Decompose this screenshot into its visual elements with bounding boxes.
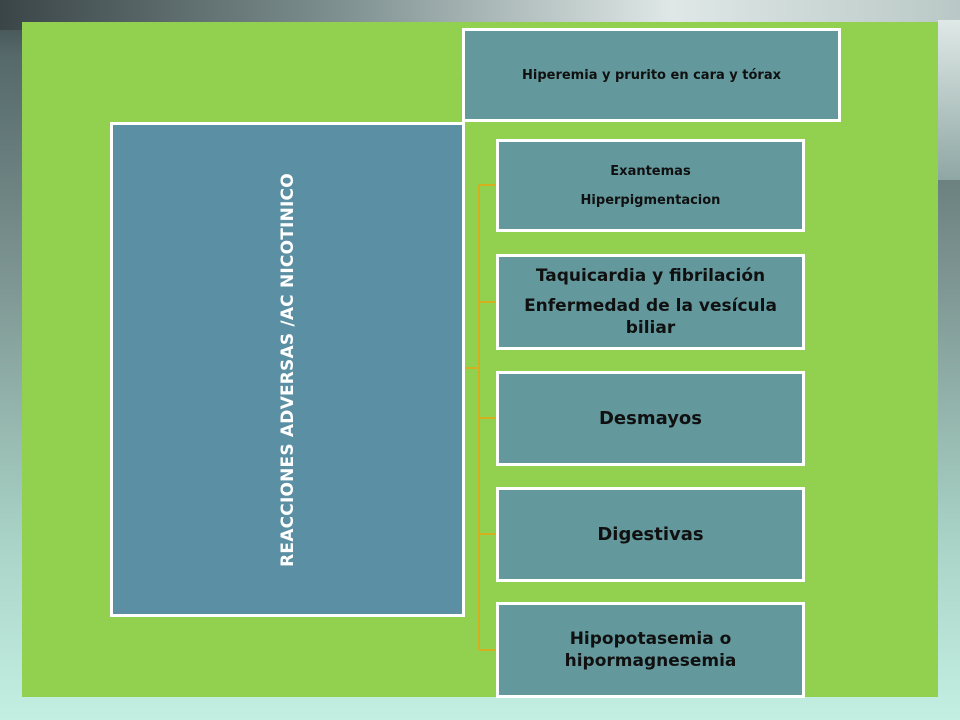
- node-taquicardia: Taquicardia y fibrilación Enfermedad de …: [496, 254, 805, 350]
- node-exantemas: Exantemas Hiperpigmentacion: [496, 139, 805, 232]
- node-desmayos: Desmayos: [496, 371, 805, 466]
- node-digestivas: Digestivas: [496, 487, 805, 582]
- node-hiperemia: Hiperemia y prurito en cara y tórax: [462, 28, 841, 122]
- node-label: Digestivas: [597, 524, 704, 545]
- node-hipopotasemia: Hipopotasemia o hipormagnesemia: [496, 602, 805, 698]
- node-label: Taquicardia y fibrilación: [535, 266, 766, 286]
- node-label: Exantemas: [610, 163, 691, 179]
- node-label: Enfermedad de la vesícula biliar: [524, 296, 777, 338]
- node-label: Hipopotasemia o hipormagnesemia: [564, 629, 737, 671]
- node-label: Hiperemia y prurito en cara y tórax: [522, 67, 781, 83]
- node-label: Hiperpigmentacion: [580, 192, 721, 208]
- root-node: REACCIONES ADVERSAS /AC NICOTINICO: [110, 122, 465, 617]
- root-node-label: REACCIONES ADVERSAS /AC NICOTINICO: [277, 172, 298, 567]
- node-label: Desmayos: [598, 408, 703, 429]
- background-glare-right: [938, 20, 960, 180]
